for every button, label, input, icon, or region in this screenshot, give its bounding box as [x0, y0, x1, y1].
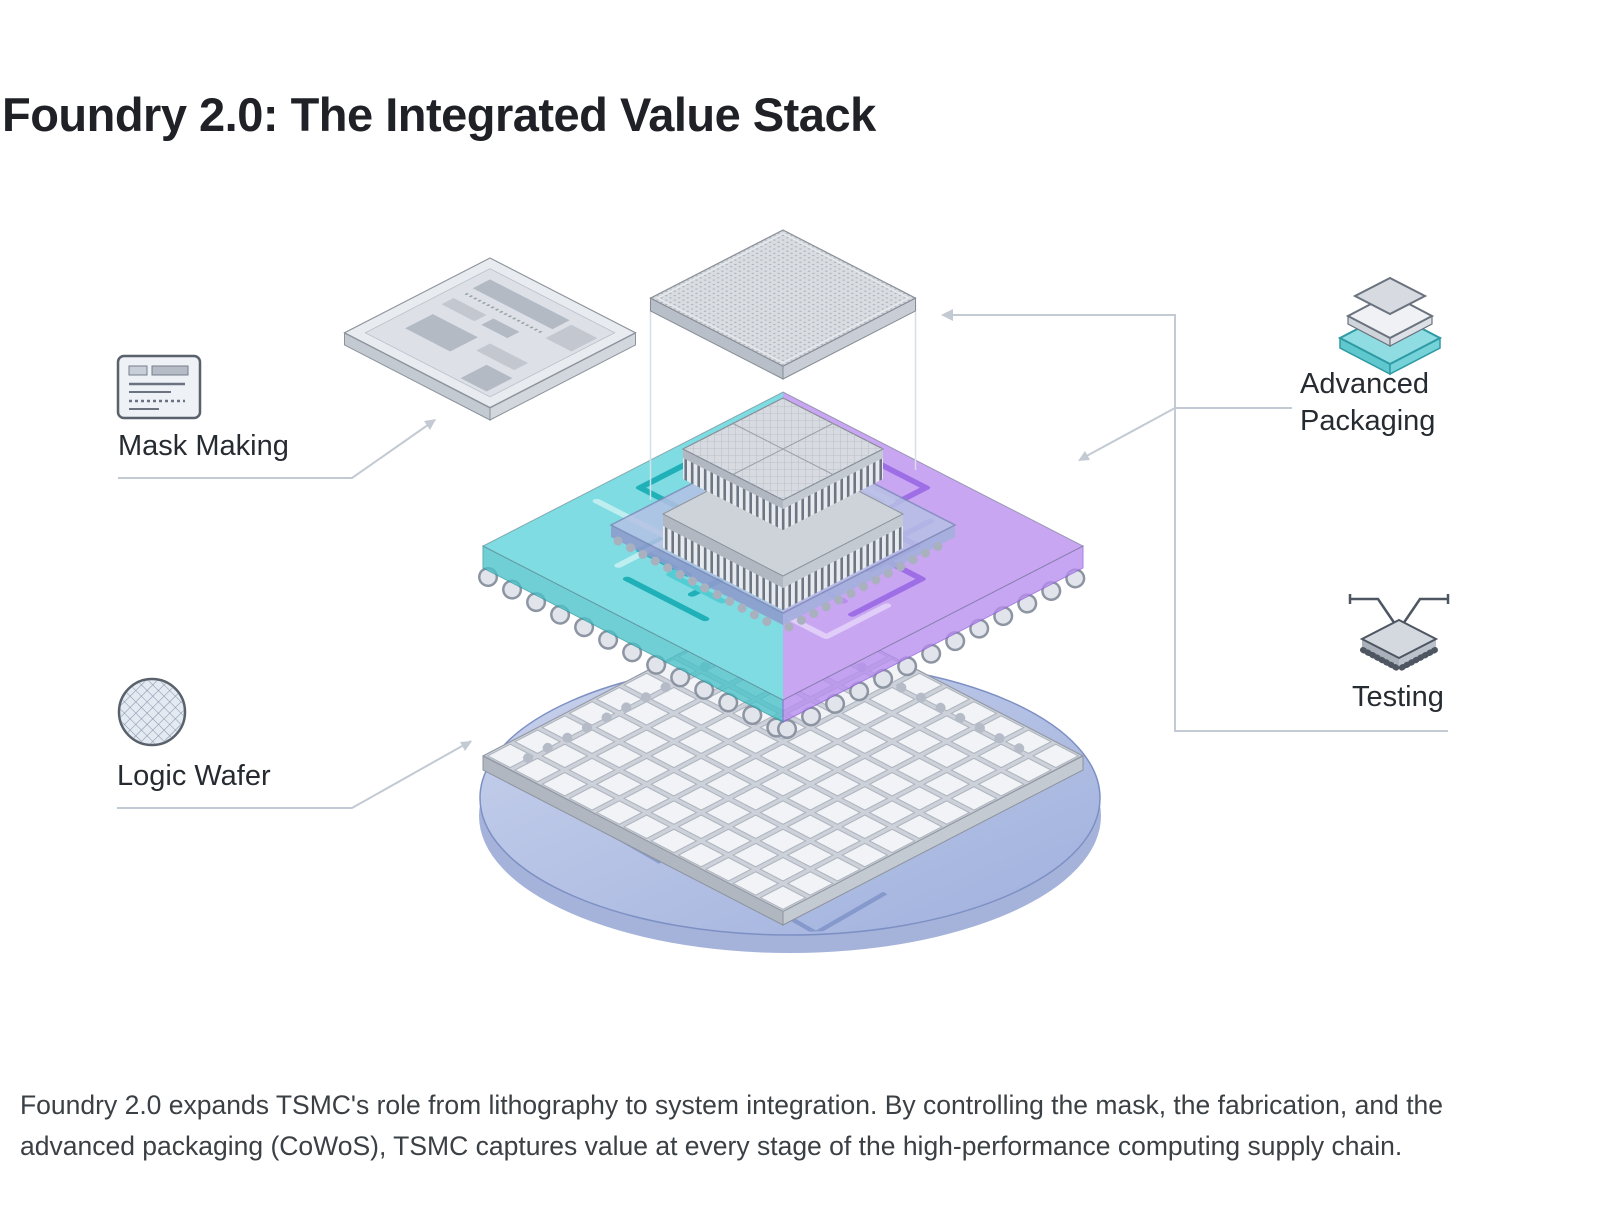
callout-logic-wafer: Logic Wafer: [117, 760, 271, 792]
stacked-layers-icon: [1337, 276, 1443, 376]
callout-testing: Testing: [1352, 681, 1444, 713]
page-title: Foundry 2.0: The Integrated Value Stack: [2, 88, 876, 142]
callout-mask-making: Mask Making: [118, 430, 289, 462]
connector-lines: [117, 314, 1448, 809]
hatched-wafer-icon: [117, 677, 187, 747]
connector-arrowheads: [424, 309, 1090, 751]
test-probe-icon: [1348, 594, 1450, 671]
photomask-plate: [343, 257, 637, 421]
figure-caption: Foundry 2.0 expands TSMC's role from lit…: [20, 1089, 1444, 1161]
alignment-guides: [649, 302, 917, 500]
callout-advanced-packaging: Advanced Packaging: [1300, 368, 1436, 437]
package-lid: [649, 229, 917, 380]
mask-document-icon: [116, 354, 202, 420]
chip-stack: [661, 397, 905, 610]
